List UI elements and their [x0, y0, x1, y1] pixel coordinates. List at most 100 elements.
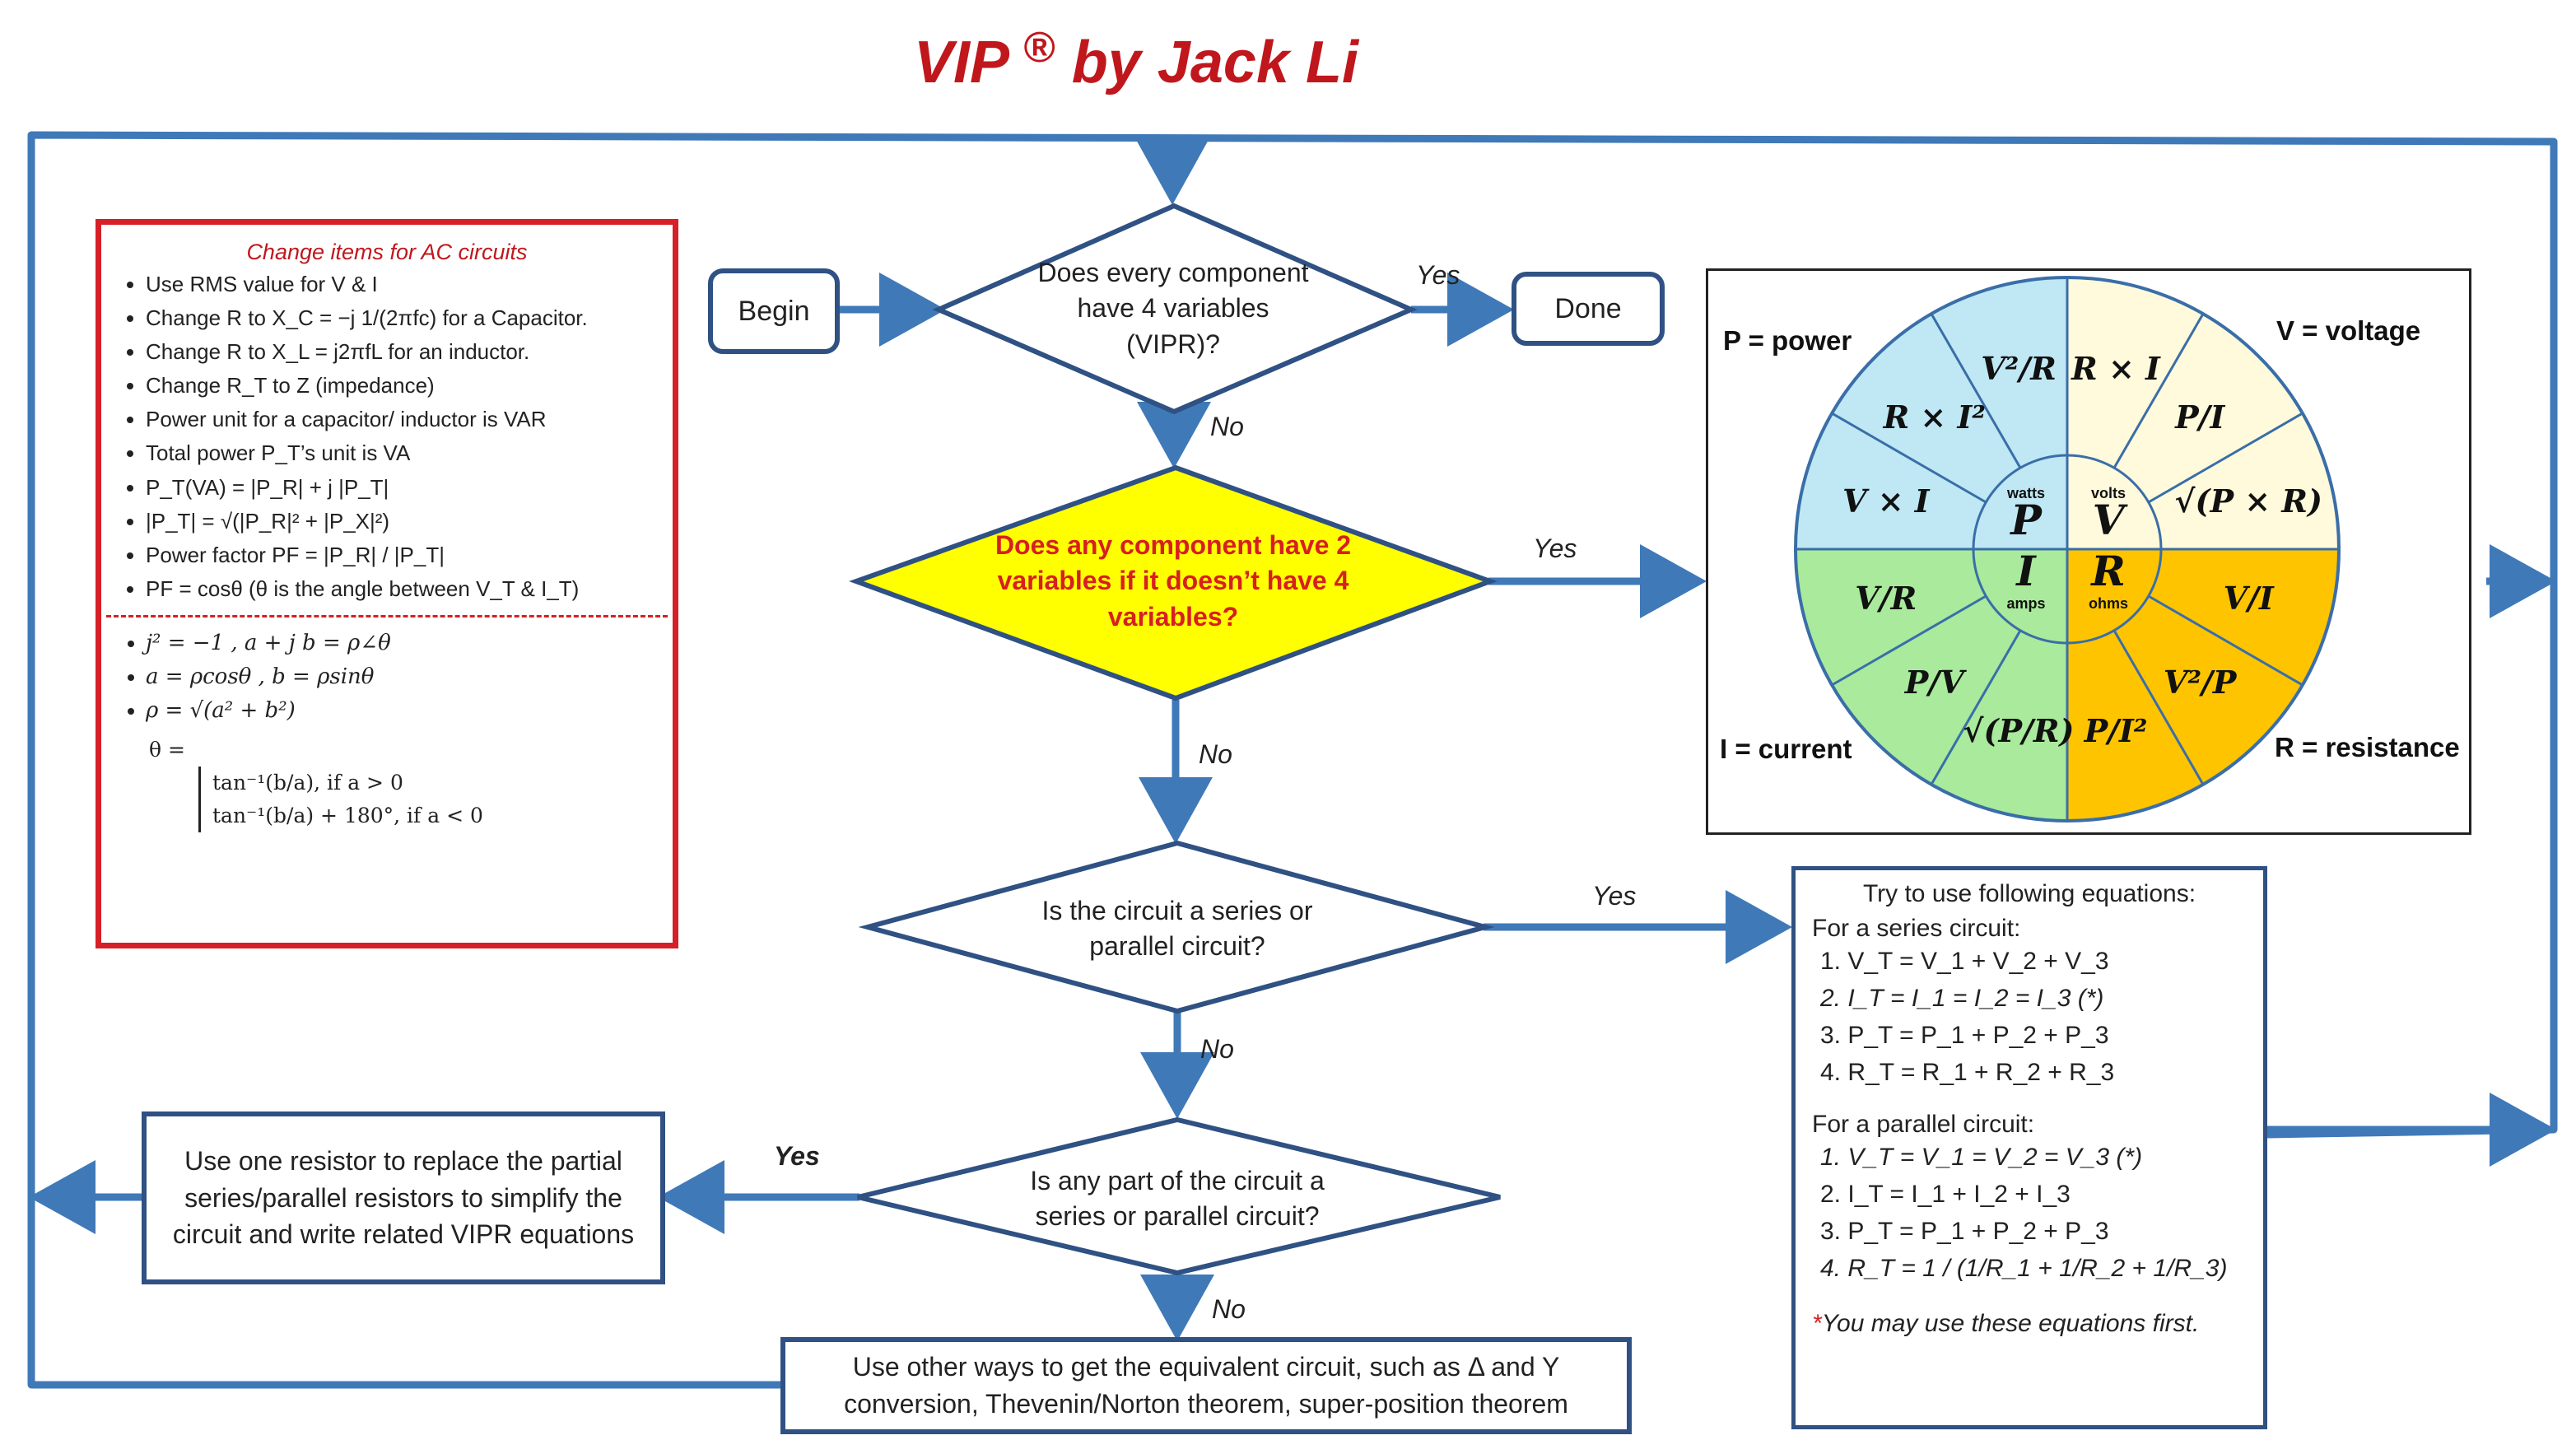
formula-v-1: P/I	[2174, 398, 2225, 436]
theta-case-positive: tan⁻¹(b/a), if a > 0	[212, 771, 403, 795]
decision-q3-shape	[858, 840, 1495, 1014]
center-unit-watts: watts	[2006, 485, 2045, 501]
wheel-divider-1	[1930, 313, 2022, 469]
q2-no-label: No	[1199, 739, 1232, 769]
formula-p-1: R × I²	[1883, 398, 1986, 436]
decision-q4-shape	[857, 1116, 1501, 1276]
theta-definition: θ = tan⁻¹(b/a), if a > 0 tan⁻¹(b/a) + 18…	[149, 734, 658, 833]
center-unit-ohms: ohms	[2089, 595, 2128, 612]
center-letter-v: V	[2093, 496, 2129, 544]
title-author: by Jack Li	[1071, 30, 1358, 96]
series-eq-4: 4. R_T = R_1 + R_2 + R_3	[1820, 1059, 2115, 1086]
page-title: VIP ® by Jack Li	[0, 23, 2272, 96]
wheel-inner-ring	[1972, 454, 2163, 645]
formula-p-0: V²/R	[1981, 350, 2057, 387]
center-unit-volts: volts	[2091, 485, 2126, 501]
equations-box: Try to use following equations: For a se…	[1791, 866, 2267, 1429]
ac-item: Change R to X_L = j2πfL for an inductor.	[146, 338, 658, 366]
label-resistance: R = resistance	[2275, 732, 2460, 762]
q1-no-label: No	[1210, 412, 1244, 441]
replace-resistor-box: Use one resistor to replace the partial …	[142, 1111, 665, 1284]
parallel-eq-1: 1. V_T = V_1 = V_2 = V_3 (*)	[1820, 1144, 2143, 1171]
ac-item: Power unit for a capacitor/ inductor is …	[146, 405, 658, 434]
parallel-eq-2: 2. I_T = I_1 + I_2 + I_3	[1820, 1181, 2071, 1208]
ac-item: PF = cosθ (θ is the angle between V_T & …	[146, 575, 658, 604]
formula-v-2: √(P × R)	[2175, 482, 2322, 520]
quadrant-power	[1796, 277, 2067, 549]
decision-q4-text: Is any part of the circuit a series or p…	[1030, 1165, 1325, 1231]
q2-yes-label: Yes	[1533, 534, 1577, 563]
other-ways-box: Use other ways to get the equivalent cir…	[780, 1337, 1632, 1434]
footnote-star: *	[1812, 1310, 1822, 1337]
q4-yes-label: Yes	[774, 1141, 820, 1171]
wheel-sectors	[1796, 277, 2339, 821]
ac-item: P_T(VA) = |P_R| + j |P_T|	[146, 473, 658, 502]
done-label: Done	[1554, 292, 1622, 324]
series-title: For a series circuit:	[1812, 915, 2021, 942]
series-eq-2: 2. I_T = I_1 = I_2 = I_3 (*)	[1820, 985, 2104, 1012]
theta-label: θ =	[149, 738, 185, 762]
wheel-divider-0	[1831, 412, 1987, 504]
ac-panel-title: Change items for AC circuits	[246, 240, 528, 264]
formula-v-0: R × I	[2071, 350, 2161, 387]
panel-divider	[106, 614, 668, 617]
decision-q2-shape	[849, 464, 1498, 701]
replace-resistor-text: Use one resistor to replace the partial …	[172, 1145, 635, 1250]
math-item: j² = −1 , a + j b = ρ∠θ	[146, 629, 658, 658]
ac-item: Change R_T to Z (impedance)	[146, 371, 658, 400]
formula-r-2: P/I²	[2084, 712, 2148, 749]
title-vip: VIP	[914, 30, 1008, 96]
begin-terminal: Begin	[708, 268, 840, 354]
begin-label: Begin	[738, 295, 810, 327]
parallel-eq-3: 3. P_T = P_1 + P_2 + P_3	[1820, 1218, 2109, 1245]
quadrant-voltage	[2067, 277, 2339, 549]
quadrant-current	[1796, 549, 2067, 821]
other-ways-text: Use other ways to get the equivalent cir…	[844, 1352, 1568, 1419]
parallel-title: For a parallel circuit:	[1812, 1111, 2035, 1138]
series-eq-1: 1. V_T = V_1 + V_2 + V_3	[1820, 948, 2109, 975]
quadrant-resistance	[2067, 549, 2339, 821]
ac-item: Change R to X_C = −j 1/(2πfc) for a Capa…	[146, 304, 658, 333]
wheel-divider-4	[2147, 594, 2303, 687]
math-items-list: j² = −1 , a + j b = ρ∠θ a = ρcosθ , b = …	[116, 629, 658, 725]
equations-heading: Try to use following equations:	[1862, 880, 2196, 907]
decision-q3-text: Is the circuit a series or parallel circ…	[1041, 895, 1313, 961]
q4-no-label: No	[1212, 1294, 1246, 1324]
formula-i-1: P/V	[1904, 664, 1967, 701]
label-current: I = current	[1720, 734, 1852, 764]
wheel-divider-7	[1831, 594, 1987, 687]
decision-q1-text: Does every component have 4 variables (V…	[1037, 258, 1309, 359]
theta-case-negative: tan⁻¹(b/a) + 180°, if a < 0	[212, 804, 483, 828]
formula-r-0: V/I	[2224, 580, 2275, 617]
label-power: P = power	[1723, 325, 1852, 356]
formula-i-2: √(P/R)	[1963, 712, 2075, 749]
series-eq-3: 3. P_T = P_1 + P_2 + P_3	[1820, 1022, 2109, 1049]
formula-i-0: V/R	[1855, 580, 1917, 617]
ac-item: Total power P_T’s unit is VA	[146, 439, 658, 468]
ac-circuits-panel: Change items for AC circuits Use RMS val…	[95, 219, 678, 948]
ac-item: Power factor PF = |P_R| / |P_T|	[146, 541, 658, 570]
center-letter-i: I	[2015, 547, 2037, 595]
q1-yes-label: Yes	[1416, 260, 1460, 290]
decision-q2-text: Does any component have 2 variables if i…	[995, 530, 1352, 631]
ac-item: |P_T| = √(|P_R|² + |P_X|²)	[146, 507, 658, 536]
equations-footnote: *You may use these equations first.	[1812, 1310, 2247, 1338]
wheel-dividers	[1794, 276, 2341, 823]
parallel-eq-4: 4. R_T = 1 / (1/R_1 + 1/R_2 + 1/R_3)	[1820, 1255, 2228, 1282]
wheel-divider-2	[2113, 313, 2205, 469]
label-voltage: V = voltage	[2276, 315, 2421, 346]
q3-yes-label: Yes	[1592, 881, 1637, 911]
footnote-text: You may use these equations first.	[1821, 1310, 2200, 1337]
ac-item: Use RMS value for V & I	[146, 270, 658, 299]
center-letter-p: P	[2009, 496, 2043, 544]
math-item: a = ρcosθ , b = ρsinθ	[146, 663, 658, 692]
wheel-divider-6	[1930, 629, 2022, 785]
formula-r-1: V²/P	[2164, 664, 2238, 701]
center-unit-amps: amps	[2006, 595, 2045, 612]
ac-items-list: Use RMS value for V & I Change R to X_C …	[116, 270, 658, 604]
done-terminal: Done	[1512, 272, 1665, 346]
